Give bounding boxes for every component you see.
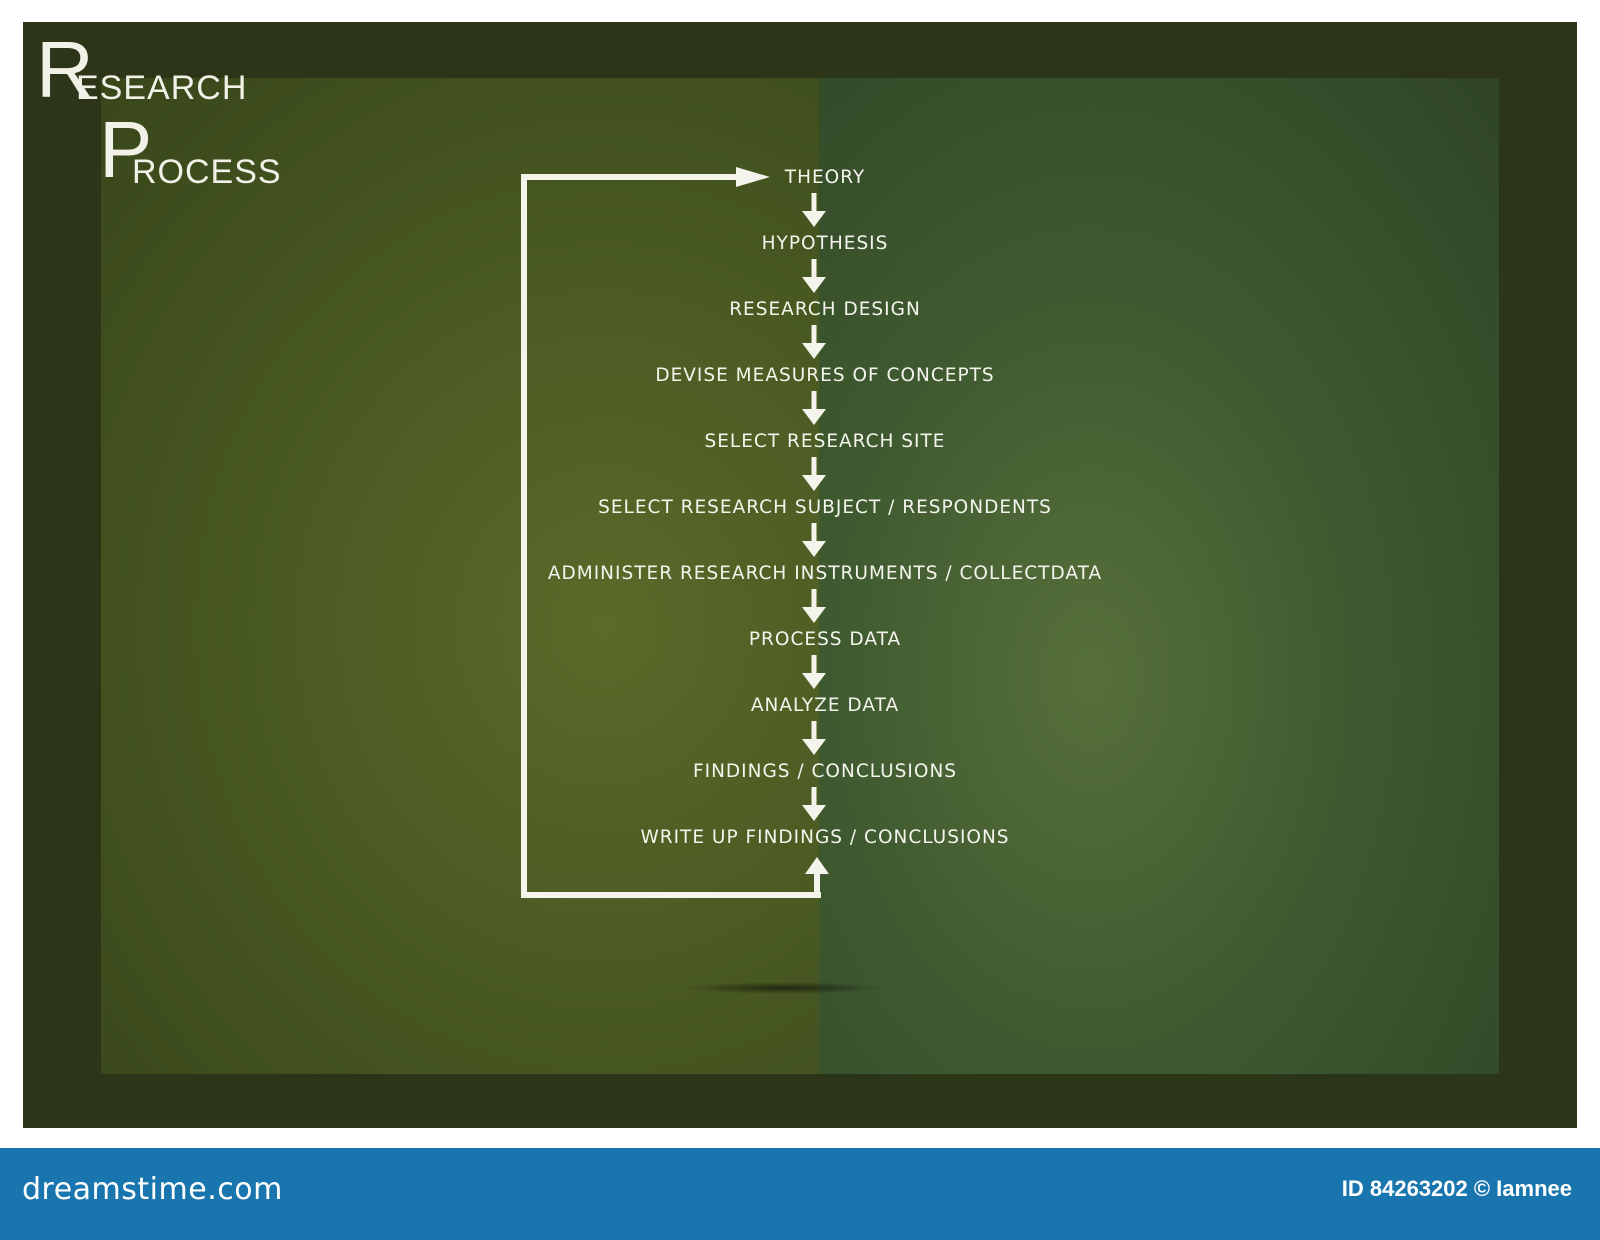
process-step: ADMINISTER RESEARCH INSTRUMENTS / COLLEC… xyxy=(547,563,1103,584)
process-step: RESEARCH DESIGN xyxy=(729,299,921,320)
down-arrow xyxy=(802,721,826,755)
footer-credit: ID 84263202 © Iamnee xyxy=(1341,1176,1572,1201)
footer-logo[interactable]: dreamstime.com xyxy=(22,1172,283,1207)
title-initial-r: R xyxy=(36,25,95,114)
down-arrow xyxy=(802,193,826,227)
process-step: FINDINGS / CONCLUSIONS xyxy=(692,761,958,782)
footer-bar: dreamstime.com ID 84263202 © Iamnee xyxy=(0,1148,1600,1240)
down-arrow xyxy=(802,391,826,425)
loop-arrowhead-up xyxy=(805,857,829,874)
down-arrow xyxy=(802,523,826,557)
down-arrow xyxy=(802,589,826,623)
down-arrow xyxy=(802,787,826,821)
process-step: PROCESS DATA xyxy=(748,629,902,650)
down-arrow xyxy=(802,259,826,293)
process-step: WRITE UP FINDINGS / CONCLUSIONS xyxy=(640,827,1010,848)
process-step: SELECT RESEARCH SITE xyxy=(704,431,946,452)
down-arrow xyxy=(802,325,826,359)
process-step: THEORY xyxy=(784,167,866,188)
process-step: HYPOTHESIS xyxy=(761,233,889,254)
title-word-research: ESEARCH xyxy=(76,69,248,107)
chalkboard xyxy=(23,22,1577,1128)
process-step: DEVISE MEASURES OF CONCEPTS xyxy=(655,365,995,386)
board-panel-right xyxy=(819,78,1499,1074)
process-step: SELECT RESEARCH SUBJECT / RESPONDENTS xyxy=(598,497,1052,518)
process-step: ANALYZE DATA xyxy=(750,695,900,716)
down-arrow xyxy=(802,655,826,689)
title-word-process: ROCESS xyxy=(132,153,282,191)
step-arrows xyxy=(802,193,826,821)
down-arrow xyxy=(802,457,826,491)
floor-shadow xyxy=(682,982,887,994)
diagram-title: R ESEARCH P ROCESS xyxy=(36,30,316,230)
title-initial-p: P xyxy=(99,105,154,194)
loop-arrowhead-right xyxy=(736,167,770,187)
board-panel-left xyxy=(101,78,819,1074)
feedback-loop-line xyxy=(521,174,821,898)
